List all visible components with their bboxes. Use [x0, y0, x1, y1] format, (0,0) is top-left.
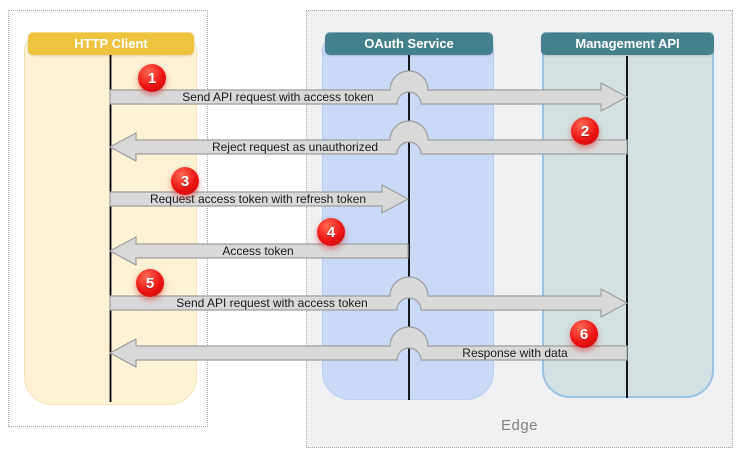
message-label-2: Reject request as unauthorized [211, 140, 379, 154]
step-marker-1: 1 [138, 64, 166, 92]
edge-zone-label: Edge [500, 417, 539, 434]
step-marker-5: 5 [136, 269, 164, 297]
actor-header-http-client: HTTP Client [28, 32, 194, 55]
message-label-6: Response with data [462, 346, 568, 360]
actor-header-oauth-service: OAuth Service [325, 32, 493, 55]
step-marker-2: 2 [571, 117, 599, 145]
message-label-4: Access token [222, 244, 294, 258]
message-label-3: Request access token with refresh token [149, 192, 367, 206]
step-marker-3: 3 [171, 167, 199, 195]
client-zone [8, 10, 208, 427]
step-marker-4: 4 [317, 218, 345, 246]
arrow-message-2 [109, 120, 628, 162]
message-label-1: Send API request with access token [182, 90, 374, 104]
arrow-message-5 [109, 276, 628, 318]
actor-header-management-api: Management API [541, 32, 714, 55]
arrow-message-1 [109, 70, 628, 112]
message-label-5: Send API request with access token [176, 296, 368, 310]
step-marker-6: 6 [570, 320, 598, 348]
arrow-message-6 [109, 326, 628, 368]
message-arrows [109, 70, 628, 368]
